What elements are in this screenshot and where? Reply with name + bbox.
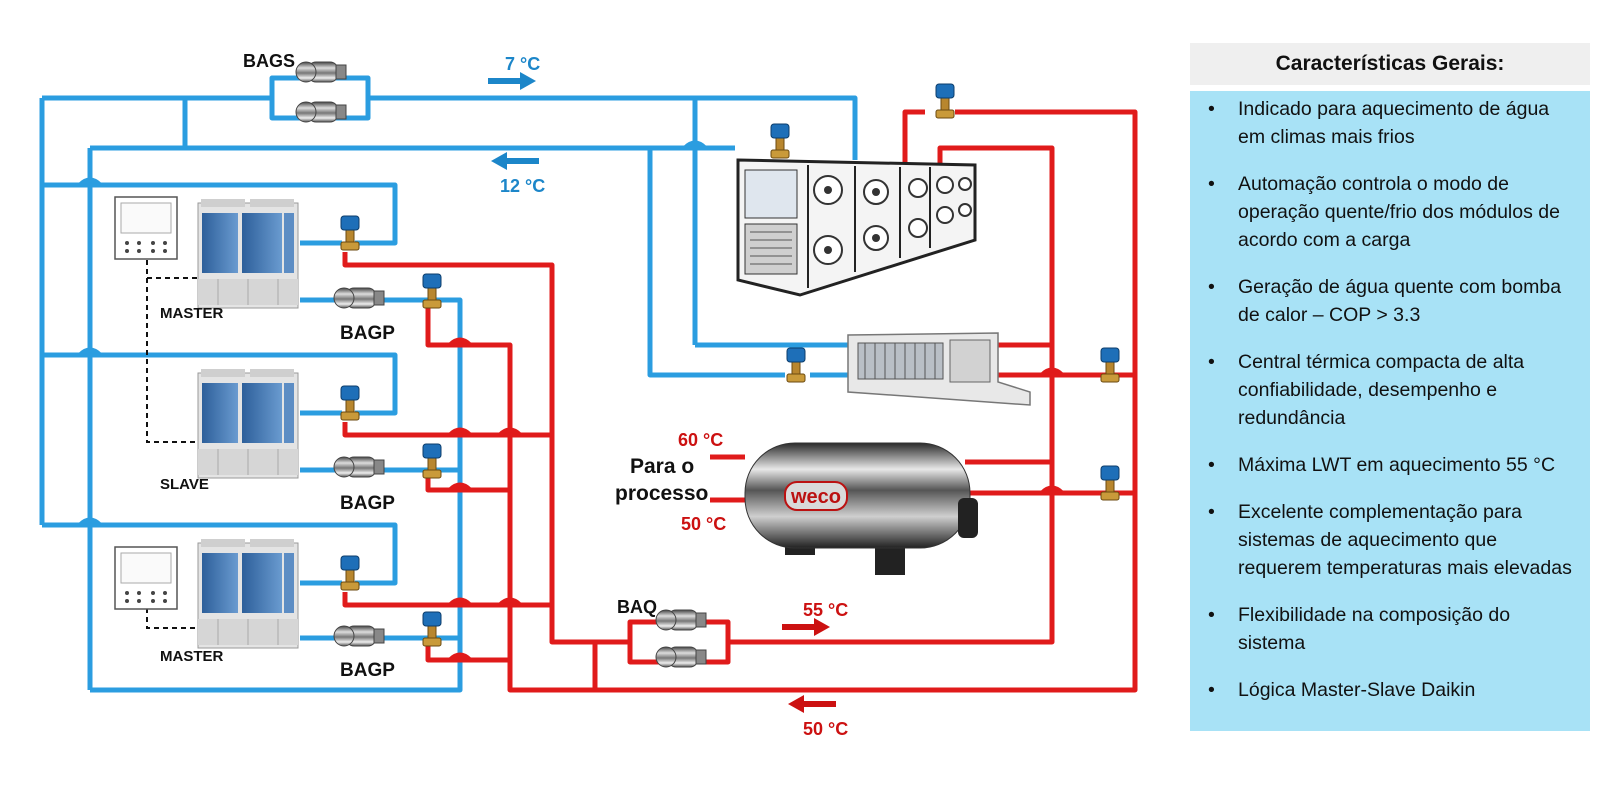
chiller-module-slave	[197, 368, 299, 479]
label-baq: BAQ	[617, 597, 657, 617]
label-slave: SLAVE	[160, 476, 209, 493]
fan-coil-unit	[847, 332, 1031, 406]
label-master-2: MASTER	[160, 648, 224, 665]
label-bagp-2: BAGP	[340, 493, 395, 514]
pump-bagp-3	[333, 625, 385, 647]
label-processo: processo	[615, 482, 708, 505]
controller-master-2	[114, 546, 178, 610]
chiller-module-master-1	[197, 198, 299, 309]
hot-water-tank: weco	[744, 442, 978, 575]
hydronic-diagram: weco BAGS 7 °C 12 °C MASTER BAGP SLAVE B…	[39, 51, 1138, 739]
feature-item: Central térmica compacta de alta confiab…	[1204, 348, 1580, 432]
label-supply-cold: 7 °C	[505, 54, 540, 74]
pump-bags-1	[295, 61, 347, 83]
feature-item: Lógica Master-Slave Daikin	[1204, 676, 1580, 704]
feature-item: Indicado para aquecimento de água em cli…	[1204, 95, 1580, 151]
feature-item: Automação controla o modo de operação qu…	[1204, 170, 1580, 254]
air-handling-unit	[736, 158, 977, 297]
flow-arrows	[488, 72, 836, 713]
label-process-hot: 60 °C	[678, 430, 723, 450]
feature-item: Máxima LWT em aquecimento 55 °C	[1204, 451, 1580, 479]
label-process-return: 50 °C	[681, 514, 726, 534]
features-list-container: Indicado para aquecimento de água em cli…	[1190, 91, 1590, 731]
pump-bagp-2	[333, 456, 385, 478]
hot-water-piping	[342, 109, 1138, 693]
pipe-crossovers	[78, 140, 1064, 662]
chiller-module-master-2	[197, 538, 299, 649]
feature-item: Geração de água quente com bomba de calo…	[1204, 273, 1580, 329]
diagram-labels: BAGS 7 °C 12 °C MASTER BAGP SLAVE BAGP M…	[160, 51, 848, 739]
label-return-cold: 12 °C	[500, 176, 545, 196]
pump-baq-1	[655, 609, 707, 631]
features-panel: Características Gerais: Indicado para aq…	[1190, 43, 1590, 731]
tank-brand-label: weco	[790, 486, 841, 508]
pump-bagp-1	[333, 287, 385, 309]
label-master-1: MASTER	[160, 305, 224, 322]
feature-item: Flexibilidade na composição do sistema	[1204, 601, 1580, 657]
label-supply-hot: 55 °C	[803, 600, 848, 620]
label-bagp-3: BAGP	[340, 660, 395, 681]
features-list: Indicado para aquecimento de água em cli…	[1204, 95, 1580, 704]
control-wiring	[146, 260, 198, 629]
label-para-o: Para o	[630, 455, 694, 478]
controller-master-1	[114, 196, 178, 260]
label-bagp-1: BAGP	[340, 323, 395, 344]
pump-bags-2	[295, 101, 347, 123]
features-title: Características Gerais:	[1190, 43, 1590, 85]
label-return-hot: 50 °C	[803, 719, 848, 739]
label-bags: BAGS	[243, 51, 295, 71]
feature-item: Excelente complementação para sistemas d…	[1204, 498, 1580, 582]
pump-baq-2	[655, 646, 707, 668]
